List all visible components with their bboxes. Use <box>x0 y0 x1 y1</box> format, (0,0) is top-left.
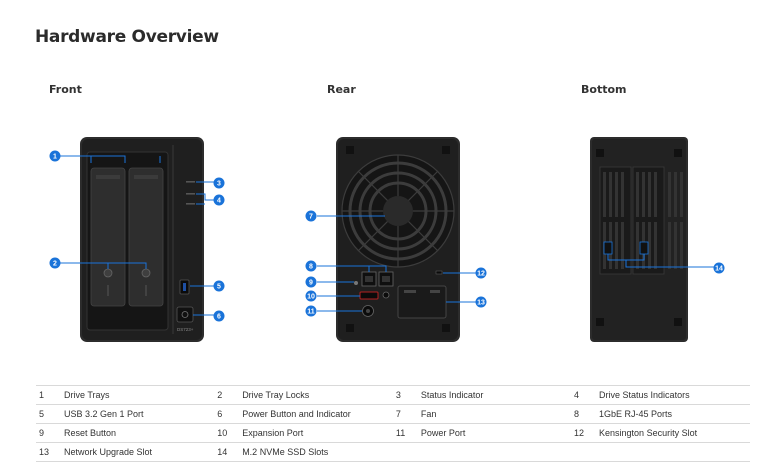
legend-label <box>420 442 572 462</box>
svg-text:1: 1 <box>53 154 57 161</box>
legend-number: 4 <box>571 385 600 405</box>
rear-view-device <box>336 137 460 342</box>
svg-text:14: 14 <box>715 266 723 273</box>
kensington-slot <box>435 270 443 275</box>
rj45-ports <box>361 271 394 287</box>
legend-label: Drive Trays <box>63 385 215 405</box>
callout-2: 2 <box>49 257 61 269</box>
legend-number: 2 <box>214 385 243 405</box>
legend-label: 1GbE RJ-45 Ports <box>599 404 750 424</box>
callout-6: 6 <box>213 310 225 322</box>
svg-text:3: 3 <box>217 181 221 188</box>
bottom-view-label: Bottom <box>581 83 627 96</box>
legend-number: 11 <box>392 423 421 443</box>
svg-text:11: 11 <box>307 309 315 316</box>
legend-label: Kensington Security Slot <box>599 423 750 443</box>
legend-label: Drive Status Indicators <box>599 385 750 405</box>
callout-4: 4 <box>213 194 225 206</box>
legend-label: Network Upgrade Slot <box>63 442 215 462</box>
callout-14: 14 <box>713 262 725 274</box>
reset-button <box>354 281 358 285</box>
drive-tray-lock-2 <box>141 268 151 278</box>
callout-11: 11 <box>305 305 317 317</box>
legend-number <box>571 442 600 462</box>
power-button <box>176 306 194 323</box>
drive-tray-1 <box>90 167 126 307</box>
legend-label <box>599 442 750 462</box>
legend-number: 9 <box>36 423 64 443</box>
svg-text:10: 10 <box>307 294 315 301</box>
callout-8: 8 <box>305 260 317 272</box>
legend-number: 12 <box>571 423 600 443</box>
legend-label: Status Indicator <box>420 385 572 405</box>
legend-label: Fan <box>420 404 572 424</box>
legend-number: 7 <box>392 404 421 424</box>
model-label: DS723+ <box>177 327 194 332</box>
legend-label: Power Button and Indicator <box>242 404 393 424</box>
legend-label: Expansion Port <box>242 423 393 443</box>
legend-label: USB 3.2 Gen 1 Port <box>63 404 215 424</box>
svg-text:7: 7 <box>309 214 313 221</box>
svg-text:6: 6 <box>217 314 221 321</box>
page-title: Hardware Overview <box>35 27 219 47</box>
bottom-view-device <box>590 137 688 342</box>
legend-number: 8 <box>571 404 600 424</box>
callout-badges: 1 2 3 4 5 6 7 8 9 10 11 12 13 14 <box>49 150 725 322</box>
svg-text:8: 8 <box>309 264 313 271</box>
legend-number <box>392 442 421 462</box>
legend-number: 13 <box>36 442 64 462</box>
front-callout-lines <box>60 155 218 316</box>
front-view-device: DS723+ <box>80 137 204 342</box>
fan <box>341 154 455 268</box>
legend-number: 6 <box>214 404 243 424</box>
callout-1: 1 <box>49 150 61 162</box>
svg-text:4: 4 <box>217 198 221 205</box>
svg-text:5: 5 <box>217 284 221 291</box>
svg-text:9: 9 <box>309 280 313 287</box>
m2-slot-2 <box>639 241 649 255</box>
network-upgrade-slot <box>397 285 447 319</box>
legend-label: M.2 NVMe SSD Slots <box>242 442 393 462</box>
rear-view-label: Rear <box>327 83 356 96</box>
callout-9: 9 <box>305 276 317 288</box>
legend-label: Power Port <box>420 423 572 443</box>
legend-number: 10 <box>214 423 243 443</box>
legend-label: Reset Button <box>63 423 215 443</box>
drive-tray-lock-1 <box>103 268 113 278</box>
callout-5: 5 <box>213 280 225 292</box>
rear-callout-lines <box>317 215 478 312</box>
legend-number: 3 <box>392 385 421 405</box>
legend-number: 14 <box>214 442 243 462</box>
m2-slot-1 <box>603 241 613 255</box>
bottom-callout-lines <box>607 254 718 268</box>
callout-3: 3 <box>213 177 225 189</box>
svg-text:13: 13 <box>477 300 485 307</box>
svg-text:12: 12 <box>477 271 485 278</box>
expansion-port <box>359 291 379 300</box>
hardware-illustration: DS723+ <box>49 137 725 342</box>
legend-number: 1 <box>36 385 64 405</box>
callout-13: 13 <box>475 296 487 308</box>
legend-label: Drive Tray Locks <box>242 385 393 405</box>
callout-10: 10 <box>305 290 317 302</box>
callout-12: 12 <box>475 267 487 279</box>
drive-tray-2 <box>128 167 164 307</box>
front-view-label: Front <box>49 83 82 96</box>
svg-text:2: 2 <box>53 261 57 268</box>
callout-7: 7 <box>305 210 317 222</box>
legend-number: 5 <box>36 404 64 424</box>
